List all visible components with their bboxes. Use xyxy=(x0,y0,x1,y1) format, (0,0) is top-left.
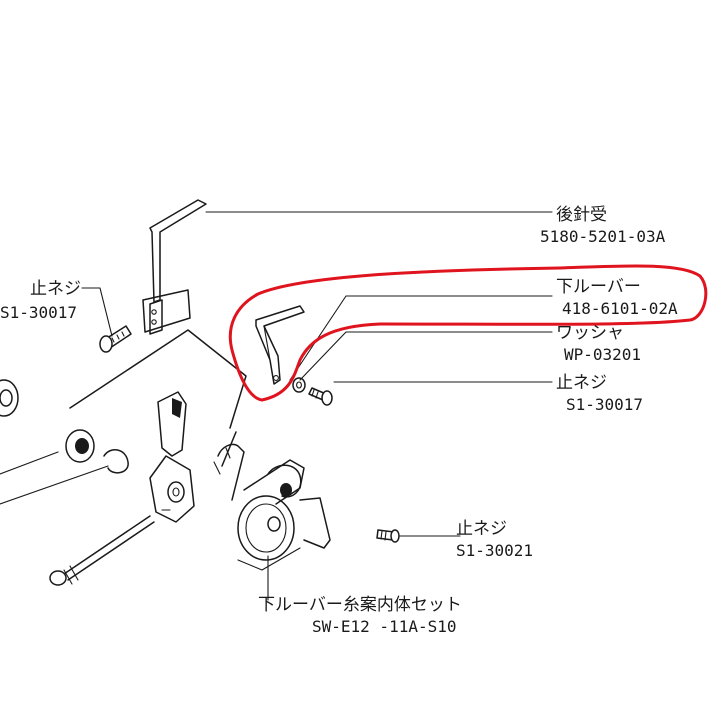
parts-drawing xyxy=(0,199,553,601)
callout-labels: 後針受 5180-5201-03A 下ルーバー 418-6101-02A ワッシ… xyxy=(0,205,678,636)
connecting-rod xyxy=(49,515,155,586)
callout-back-needle-guard-part-number: 5180-5201-03A xyxy=(540,227,666,246)
callout-washer-part-number: WP-03201 xyxy=(564,345,641,364)
set-screw-left-part xyxy=(99,325,132,353)
back-needle-guard-part xyxy=(142,199,207,335)
highlight-outline xyxy=(228,264,708,402)
set-screw-right-part xyxy=(308,387,333,406)
callout-lower-louver-part-number: 418-6101-02A xyxy=(562,299,678,318)
callout-set-screw-left-part-number: S1-30017 xyxy=(0,303,77,322)
callout-set-screw-left-name: 止ネジ xyxy=(30,279,81,299)
callout-set-screw-right-name: 止ネジ xyxy=(556,373,607,393)
callout-thread-guide-set-name: 下ルーバー糸案内体セット xyxy=(258,595,462,615)
callout-set-screw-lower-part-number: S1-30021 xyxy=(456,541,533,560)
leader-lines xyxy=(81,211,553,601)
callout-set-screw-lower-name: 止ネジ xyxy=(456,519,507,539)
set-screw-lower-part xyxy=(376,529,400,543)
callout-lower-louver-name: 下ルーバー xyxy=(556,277,641,297)
callout-set-screw-right-part-number: S1-30017 xyxy=(566,395,643,414)
thread-guide-set-part xyxy=(213,443,331,571)
roller-bushings xyxy=(0,379,129,505)
washer-part xyxy=(292,377,306,393)
mounting-plate xyxy=(69,329,247,467)
lower-louver-part xyxy=(255,305,305,385)
callout-back-needle-guard-name: 後針受 xyxy=(556,205,607,225)
callout-thread-guide-set-part-number: SW-E12 -11A-S10 xyxy=(312,617,457,636)
callout-washer-name: ワッシャ xyxy=(556,323,624,343)
center-lever xyxy=(149,391,195,523)
